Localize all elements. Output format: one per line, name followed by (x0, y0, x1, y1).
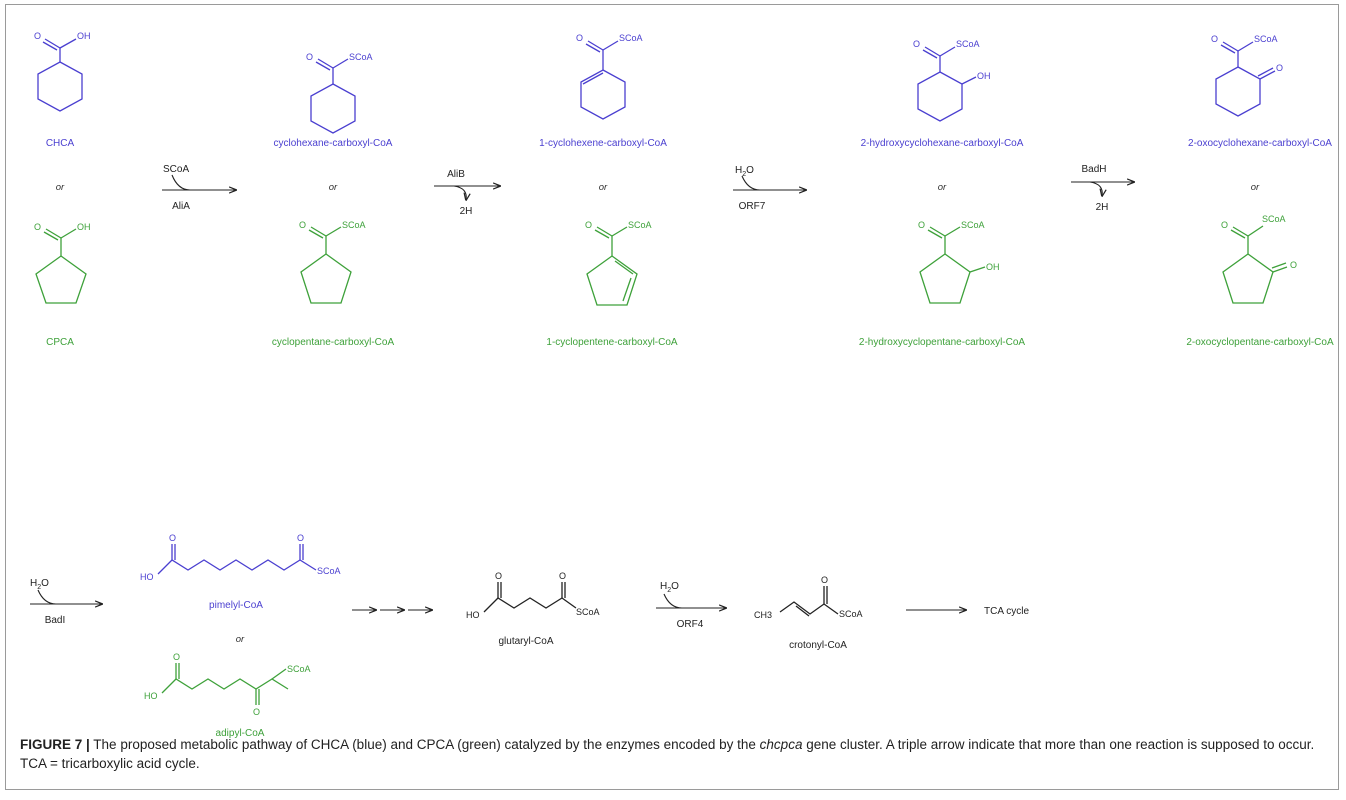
tca-cycle-label: TCA cycle (984, 606, 1029, 617)
chca-structure (37, 38, 83, 112)
ochx-coa-scoa-label: SCoA (1254, 34, 1278, 44)
cpte-coa-name: 1-cyclopentene-carboxyl-CoA (546, 337, 678, 348)
hcpt-coa-structure (919, 226, 986, 304)
or-label: or (1251, 182, 1260, 193)
hcpt-coa-name: 2-hydroxycyclopentane-carboxyl-CoA (859, 337, 1026, 348)
hchx-coa-scoa-label: SCoA (956, 39, 980, 49)
ochx-coa-name: 2-oxocyclohexane-carboxyl-CoA (1188, 138, 1332, 149)
chx-coa-o-label: O (306, 52, 313, 62)
badh-arrow (1071, 182, 1134, 196)
chx-coa-name: cyclohexane-carboxyl-CoA (274, 138, 393, 149)
orf4-enzyme: ORF4 (677, 619, 704, 630)
or-label: or (938, 182, 947, 193)
badi-cofactor: H2O (30, 578, 49, 591)
caption-label: FIGURE 7 | (20, 737, 90, 752)
chxe-coa-name: 1-cyclohexene-carboxyl-CoA (539, 138, 667, 149)
pimelyl-structure (157, 544, 317, 575)
hchx-coa-o-label: O (913, 39, 920, 49)
adipyl-o2-label: O (253, 707, 260, 717)
orf4-cofactor: H2O (660, 581, 679, 594)
crotonyl-ch3-label: CH3 (754, 610, 772, 620)
adipyl-ho-label: HO (144, 691, 158, 701)
crotonyl-name: crotonyl-CoA (789, 640, 847, 651)
chxe-coa-scoa-label: SCoA (619, 33, 643, 43)
cpt-coa-o-label: O (299, 220, 306, 230)
pimelyl-ho-label: HO (140, 572, 154, 582)
adipyl-structure (161, 663, 289, 705)
orf7-arrow (733, 175, 806, 190)
ocpt-coa-o-label: O (1221, 220, 1228, 230)
alia-arrow (162, 174, 236, 190)
or-label: or (599, 182, 608, 193)
glutaryl-o2-label: O (559, 571, 566, 581)
adipyl-name: adipyl-CoA (216, 728, 265, 739)
pimelyl-o2-label: O (297, 533, 304, 543)
crotonyl-o-label: O (821, 575, 828, 585)
figure-caption: FIGURE 7 | The proposed metabolic pathwa… (20, 735, 1320, 773)
hcpt-coa-oh-label: OH (986, 262, 1000, 272)
ocpt-coa-structure (1222, 225, 1288, 304)
caption-text-1: The proposed metabolic pathway of CHCA (… (89, 737, 760, 752)
glutaryl-o1-label: O (495, 571, 502, 581)
caption-text-2: gene cluster. A triple arrow indicate th… (20, 737, 1315, 771)
pimelyl-o1-label: O (169, 533, 176, 543)
crotonyl-structure (779, 586, 839, 617)
hcpt-coa-scoa-label: SCoA (961, 220, 985, 230)
or-label: or (56, 182, 65, 193)
chx-coa-structure (310, 58, 356, 134)
chca-o-label: O (34, 31, 41, 41)
chx-coa-scoa-label: SCoA (349, 52, 373, 62)
chca-name: CHCA (46, 138, 75, 149)
ocpt-coa-name: 2-oxocyclopentane-carboxyl-CoA (1186, 337, 1334, 348)
ochx-coa-o-label: O (1211, 34, 1218, 44)
cpca-o-label: O (34, 222, 41, 232)
badi-arrow (30, 589, 102, 604)
cpca-oh-label: OH (77, 222, 91, 232)
ocpt-coa-scoa-label: SCoA (1262, 214, 1286, 224)
ocpt-coa-o2-label: O (1290, 260, 1297, 270)
chxe-coa-o-label: O (576, 33, 583, 43)
or-label: or (329, 182, 338, 193)
orf7-enzyme: ORF7 (739, 201, 766, 212)
cpte-coa-scoa-label: SCoA (628, 220, 652, 230)
hcpt-coa-o-label: O (918, 220, 925, 230)
cpt-coa-name: cyclopentane-carboxyl-CoA (272, 337, 395, 348)
alib-product: 2H (460, 206, 473, 217)
cpca-structure (35, 228, 87, 304)
glutaryl-name: glutaryl-CoA (498, 636, 553, 647)
cpte-coa-o-label: O (585, 220, 592, 230)
adipyl-o1-label: O (173, 652, 180, 662)
alib-arrow (434, 186, 500, 200)
pimelyl-scoa-label: SCoA (317, 566, 341, 576)
alib-enzyme: AliB (447, 169, 465, 180)
crotonyl-scoa-label: SCoA (839, 609, 863, 619)
hchx-coa-structure (917, 46, 977, 122)
badi-enzyme: BadI (45, 615, 66, 626)
hchx-coa-oh-label: OH (977, 71, 991, 81)
cpca-name: CPCA (46, 337, 74, 348)
ochx-coa-structure (1215, 41, 1276, 117)
orf7-cofactor: H2O (735, 165, 754, 178)
cpt-coa-scoa-label: SCoA (342, 220, 366, 230)
alia-enzyme: AliA (172, 201, 190, 212)
figure-frame (5, 4, 1339, 790)
pimelyl-name: pimelyl-CoA (209, 600, 263, 611)
hchx-coa-name: 2-hydroxycyclohexane-carboxyl-CoA (861, 138, 1024, 149)
alia-cofactor: SCoA (163, 164, 189, 175)
glutaryl-scoa-label: SCoA (576, 607, 600, 617)
chxe-coa-structure (580, 40, 626, 120)
caption-gene: chcpca (759, 737, 803, 752)
ochx-coa-o2-label: O (1276, 63, 1283, 73)
chca-oh-label: OH (77, 31, 91, 41)
or-label: or (236, 634, 245, 645)
cpte-coa-structure (586, 226, 638, 306)
orf4-arrow (656, 593, 726, 608)
adipyl-scoa-label: SCoA (287, 664, 311, 674)
glutaryl-ho-label: HO (466, 610, 480, 620)
glutaryl-structure (483, 582, 577, 613)
badh-product: 2H (1096, 202, 1109, 213)
cpt-coa-structure (300, 226, 352, 304)
badh-enzyme: BadH (1081, 164, 1106, 175)
